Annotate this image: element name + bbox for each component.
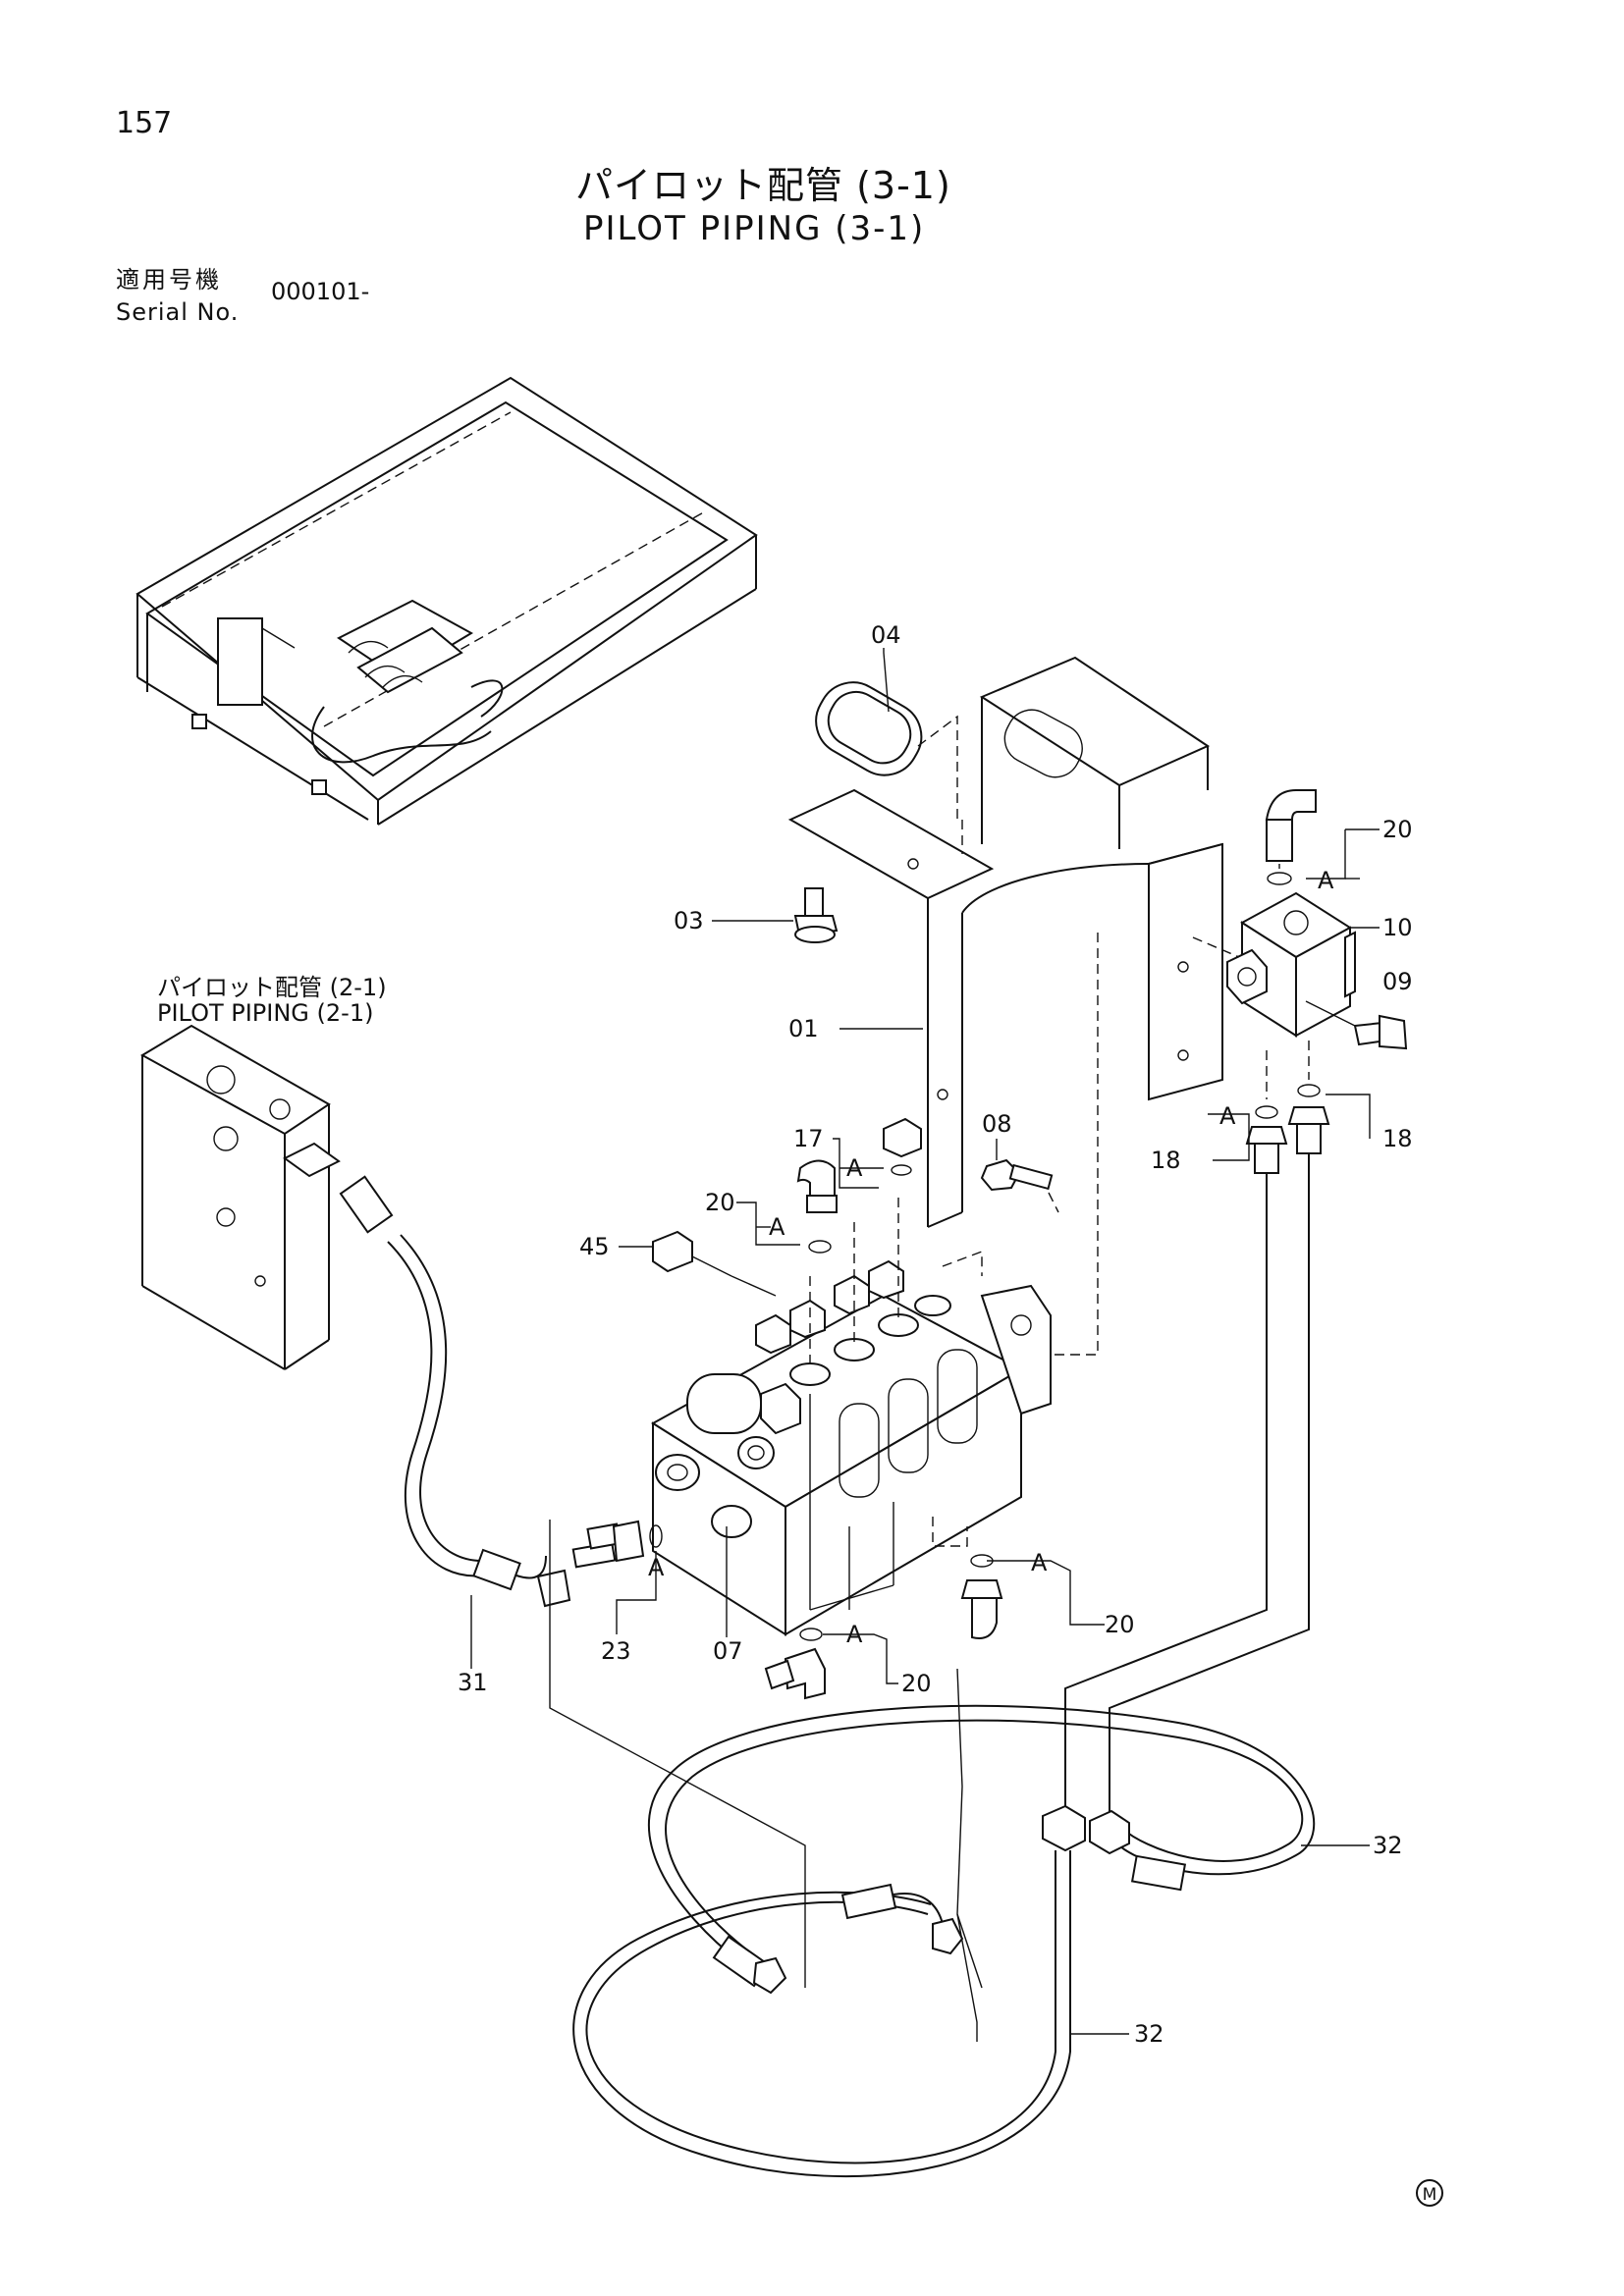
serial-label-english: Serial No. bbox=[116, 298, 240, 326]
callout-a-fitting-23: A bbox=[648, 1554, 665, 1581]
callout-32-lower: 32 bbox=[1134, 2020, 1164, 2048]
machine-overview-drawing bbox=[135, 376, 758, 826]
callout-07: 07 bbox=[713, 1637, 743, 1665]
pilot-valve-block-reference bbox=[139, 1024, 341, 1370]
elbow-20-lower-right bbox=[960, 1554, 1003, 1639]
fitting-23 bbox=[571, 1520, 663, 1569]
hose-31 bbox=[339, 1175, 571, 1608]
callout-a-plug-17: A bbox=[846, 1154, 863, 1182]
callout-20-top-elbow: 20 bbox=[705, 1189, 735, 1216]
callout-08: 08 bbox=[982, 1110, 1012, 1138]
bracket-01 bbox=[787, 656, 1223, 1356]
hose-32-lower bbox=[572, 1850, 1071, 2178]
callout-23: 23 bbox=[601, 1637, 631, 1665]
callout-a-valve: A bbox=[1318, 867, 1334, 894]
reference-leader-lines bbox=[549, 1520, 983, 2042]
callout-a-top-elbow: A bbox=[769, 1213, 785, 1241]
hose-32-upper bbox=[647, 1153, 1316, 1995]
callout-32-upper: 32 bbox=[1373, 1832, 1403, 1859]
circled-m-mark: M bbox=[1416, 2179, 1443, 2207]
bolt-08 bbox=[980, 1158, 1059, 1213]
valve-10-assembly bbox=[1192, 789, 1408, 1050]
callout-20-valve-elbow: 20 bbox=[1382, 816, 1413, 843]
callout-03: 03 bbox=[674, 907, 704, 934]
callout-20-lower-right: 20 bbox=[1105, 1611, 1135, 1638]
elbow-20-lower-left bbox=[764, 1628, 826, 1700]
page-title-english: PILOT PIPING (3-1) bbox=[583, 209, 926, 248]
bolt-03 bbox=[793, 887, 839, 943]
control-valve-07 bbox=[651, 1198, 1052, 1636]
callout-04: 04 bbox=[871, 621, 901, 649]
callout-leaders bbox=[470, 648, 1380, 2035]
reference-title-japanese: パイロット配管 (2-1) bbox=[157, 974, 387, 1001]
callout-45: 45 bbox=[579, 1233, 610, 1260]
callout-labels: 04 20 A 10 03 09 01 A 18 18 08 17 A 20 A… bbox=[458, 621, 1413, 2048]
serial-number-value: 000101- bbox=[271, 278, 370, 305]
reference-title-english: PILOT PIPING (2-1) bbox=[157, 999, 374, 1027]
callout-18-right: 18 bbox=[1382, 1125, 1413, 1152]
callout-a-fitting-18-left: A bbox=[1219, 1102, 1236, 1130]
callout-17: 17 bbox=[793, 1125, 824, 1152]
callout-20-lower-left: 20 bbox=[901, 1670, 932, 1697]
callout-10: 10 bbox=[1382, 914, 1413, 941]
fittings-18 bbox=[1245, 1041, 1330, 1174]
callout-01: 01 bbox=[788, 1015, 819, 1042]
callout-a-lower-left: A bbox=[846, 1621, 863, 1648]
elbow-20-top bbox=[796, 1159, 838, 1254]
grommet-04 bbox=[815, 652, 958, 825]
serial-label-japanese: 適用号機 bbox=[116, 266, 222, 294]
callout-09: 09 bbox=[1382, 968, 1413, 995]
callout-a-lower-right: A bbox=[1031, 1549, 1048, 1576]
plug-17 bbox=[883, 1117, 922, 1176]
page-number: 157 bbox=[116, 106, 173, 140]
connector-45 bbox=[652, 1230, 777, 1297]
callout-18-left: 18 bbox=[1151, 1147, 1181, 1174]
callout-31: 31 bbox=[458, 1669, 488, 1696]
page-title-japanese: パイロット配管 (3-1) bbox=[575, 164, 951, 207]
